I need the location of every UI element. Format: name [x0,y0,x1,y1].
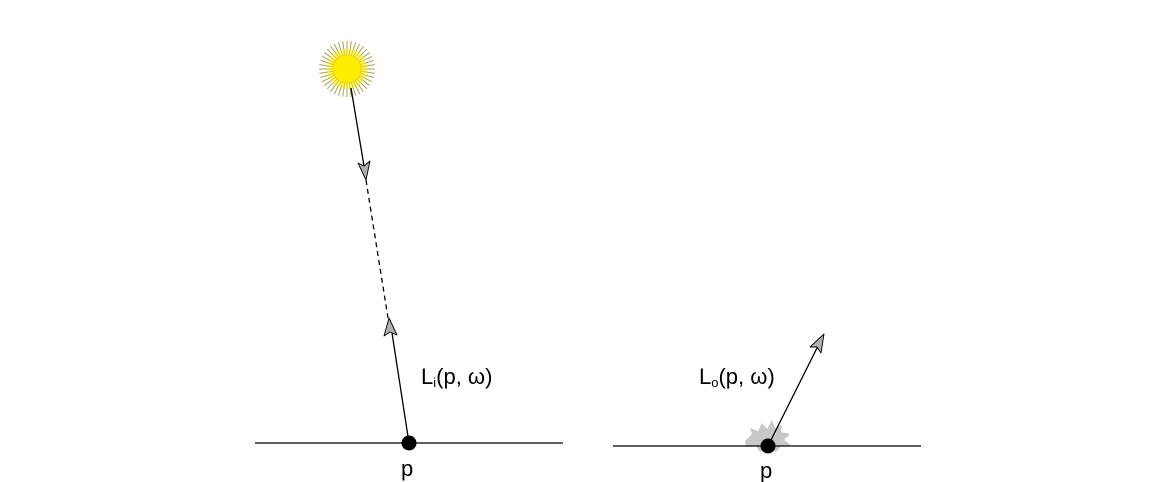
incident-radiance-subscript: i [433,375,436,390]
left-panel: p Li(p, ω) [255,41,563,481]
outgoing-ray [767,341,821,447]
sun-core [332,54,362,84]
right-panel: p Lo(p, ω) [613,333,921,482]
arrowhead-up-icon [383,317,398,337]
incident-ray-upper [350,87,367,179]
incident-radiance-label: Li(p, ω) [421,364,492,390]
right-point-label: p [760,458,772,482]
outgoing-radiance-args: (p, ω) [718,364,774,389]
incident-radiance-args: (p, ω) [436,364,492,389]
left-point-label: p [401,456,413,481]
outgoing-radiance-subscript: o [711,375,718,390]
right-point-marker [760,438,776,454]
incident-ray-lower [389,319,410,444]
outgoing-radiance-main: L [699,364,711,389]
outgoing-radiance-label: Lo(p, ω) [699,364,775,390]
incident-ray-dashed [365,179,389,319]
reflection-glow [745,420,791,452]
sun-icon [319,41,375,97]
left-point-marker [401,435,417,451]
arrowhead-outgoing-icon [809,333,825,354]
arrowhead-down-icon [357,160,371,181]
incident-radiance-main: L [421,364,433,389]
